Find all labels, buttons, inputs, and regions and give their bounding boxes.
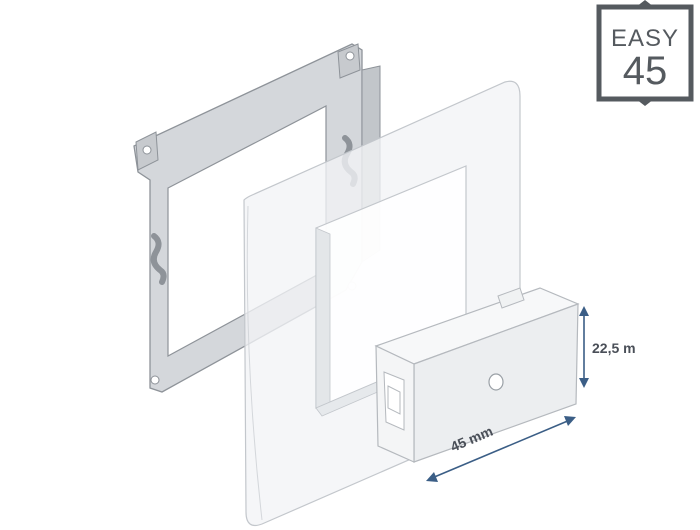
width-dimension-arrow	[426, 416, 576, 482]
keystone-module	[374, 287, 580, 463]
height-dimension-arrow	[579, 306, 589, 388]
badge-top-text: EASY	[610, 25, 680, 52]
easy45-badge: EASY 45	[597, 5, 693, 101]
badge-bottom-text: 45	[622, 49, 668, 93]
easy45-badge-frame	[596, 0, 694, 106]
height-dimension-label: 22,5 m	[592, 340, 636, 356]
